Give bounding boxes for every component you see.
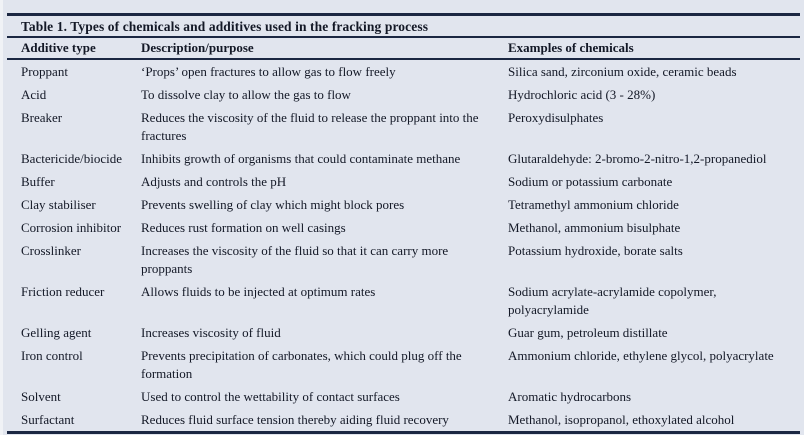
table-row: Gelling agent Increases viscosity of flu…: [7, 321, 800, 344]
additive-type-cell: Breaker: [21, 110, 63, 125]
table-bottom-rule: [7, 431, 800, 434]
additive-type-cell: Proppant: [21, 64, 68, 79]
table-row: Friction reducer Allows fluids to be inj…: [7, 280, 800, 321]
additive-type-cell: Surfactant: [21, 412, 75, 427]
description-cell: Reduces fluid surface tension thereby ai…: [141, 412, 449, 427]
examples-cell: Methanol, isopropanol, ethoxylated alcoh…: [508, 412, 735, 427]
additive-type-cell: Crosslinker: [21, 243, 81, 258]
additive-type-cell: Solvent: [21, 389, 61, 404]
table-row: Iron control Prevents precipitation of c…: [7, 344, 800, 385]
header-row: Additive type Description/purpose Exampl…: [7, 38, 800, 60]
examples-cell: Ammonium chloride, ethylene glycol, poly…: [508, 348, 774, 363]
table-row: Acid To dissolve clay to allow the gas t…: [7, 83, 800, 106]
examples-cell: Sodium acrylate-acrylamide copolymer, po…: [508, 284, 717, 317]
examples-cell: Tetramethyl ammonium chloride: [508, 197, 679, 212]
examples-cell: Hydrochloric acid (3 - 28%): [508, 87, 656, 102]
description-cell: ‘Props’ open fractures to allow gas to f…: [141, 64, 396, 79]
table-row: Proppant ‘Props’ open fractures to allow…: [7, 59, 800, 83]
description-cell: Reduces rust formation on well casings: [141, 220, 346, 235]
examples-cell: Aromatic hydrocarbons: [508, 389, 632, 404]
table-body: Proppant ‘Props’ open fractures to allow…: [7, 59, 800, 431]
examples-cell: Guar gum, petroleum distillate: [508, 325, 668, 340]
examples-cell: Silica sand, zirconium oxide, ceramic be…: [508, 64, 737, 79]
examples-cell: Peroxydisulphates: [508, 110, 604, 125]
description-cell: Increases viscosity of fluid: [141, 325, 281, 340]
table-row: Bactericide/biocide Inhibits growth of o…: [7, 147, 800, 170]
additive-type-cell: Corrosion inhibitor: [21, 220, 122, 235]
table-row: Surfactant Reduces fluid surface tension…: [7, 408, 800, 431]
additive-type-cell: Gelling agent: [21, 325, 92, 340]
additive-type-cell: Clay stabiliser: [21, 197, 96, 212]
table-top-rule: [7, 13, 800, 16]
examples-cell: Potassium hydroxide, borate salts: [508, 243, 683, 258]
description-cell: Increases the viscosity of the fluid so …: [141, 243, 449, 276]
examples-cell: Methanol, ammonium bisulphate: [508, 220, 681, 235]
table-row: Buffer Adjusts and controls the pH Sodiu…: [7, 170, 800, 193]
description-cell: Prevents swelling of clay which might bl…: [141, 197, 405, 212]
description-cell: Used to control the wettability of conta…: [141, 389, 400, 404]
table-row: Solvent Used to control the wettability …: [7, 385, 800, 408]
description-cell: Inhibits growth of organisms that could …: [141, 151, 461, 166]
additive-type-cell: Acid: [21, 87, 47, 102]
additive-type-cell: Bactericide/biocide: [21, 151, 123, 166]
description-cell: Prevents precipitation of carbonates, wh…: [141, 348, 462, 381]
additive-type-cell: Buffer: [21, 174, 55, 189]
column-header-description-purpose: Description/purpose: [141, 38, 508, 60]
table-row: Crosslinker Increases the viscosity of t…: [7, 239, 800, 280]
title-divider-rule: [7, 36, 800, 38]
examples-cell: Sodium or potassium carbonate: [508, 174, 673, 189]
table-title: Table 1. Types of chemicals and additive…: [21, 19, 429, 34]
description-cell: Allows fluids to be injected at optimum …: [141, 284, 376, 299]
table-row: Breaker Reduces the viscosity of the flu…: [7, 106, 800, 147]
description-cell: To dissolve clay to allow the gas to flo…: [141, 87, 351, 102]
description-cell: Adjusts and controls the pH: [141, 174, 287, 189]
examples-cell: Glutaraldehyde: 2-bromo-2-nitro-1,2-prop…: [508, 151, 767, 166]
table-header: Additive type Description/purpose Exampl…: [7, 38, 800, 60]
additive-type-cell: Friction reducer: [21, 284, 105, 299]
column-header-examples: Examples of chemicals: [508, 38, 800, 60]
additive-type-cell: Iron control: [21, 348, 83, 363]
description-cell: Reduces the viscosity of the fluid to re…: [141, 110, 479, 143]
table-row: Corrosion inhibitor Reduces rust formati…: [7, 216, 800, 239]
table-row: Clay stabiliser Prevents swelling of cla…: [7, 193, 800, 216]
additives-table: Additive type Description/purpose Exampl…: [7, 38, 800, 431]
column-header-additive-type: Additive type: [7, 38, 141, 60]
